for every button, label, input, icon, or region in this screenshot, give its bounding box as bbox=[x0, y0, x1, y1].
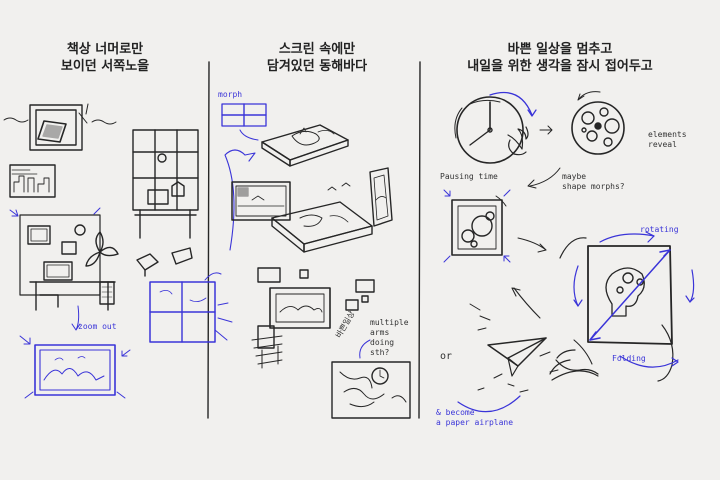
note-maybe-line-2: shape morphs? bbox=[562, 182, 625, 192]
rotation-arrow-clock bbox=[490, 93, 536, 117]
note-rotating: rotating bbox=[640, 225, 679, 235]
divider-left bbox=[208, 62, 209, 418]
note-elements-line-1: elements bbox=[648, 130, 687, 140]
divider-right bbox=[419, 62, 420, 418]
iso-map-sketch-1 bbox=[262, 125, 348, 166]
note-become-paper-airplane: & become a paper airplane bbox=[436, 408, 513, 428]
room-scene-sketch bbox=[20, 215, 118, 310]
note-multiple-line-4: sth? bbox=[370, 348, 409, 358]
note-multiple-line-3: doing bbox=[370, 338, 409, 348]
gallery-frames-sketch bbox=[252, 268, 374, 368]
busy-scene-frame-sketch bbox=[332, 362, 410, 418]
note-multiple-arms: multiple arms doing sth? bbox=[370, 318, 409, 358]
morphing-window-sketch bbox=[150, 150, 255, 342]
note-zoom-out: zoom out bbox=[78, 322, 117, 332]
paused-square-sketch bbox=[452, 196, 506, 255]
morph-grid-sketch bbox=[222, 104, 266, 140]
seascape-frame-sketch bbox=[232, 182, 290, 220]
floating-cubes-sketch bbox=[137, 248, 192, 276]
paper-airplane-sketch bbox=[470, 288, 598, 392]
note-folding: Folding bbox=[612, 354, 646, 364]
window-sketch bbox=[30, 104, 88, 150]
iso-map-sketch-2 bbox=[272, 202, 372, 252]
note-pausing-time: Pausing time bbox=[440, 172, 498, 182]
clock-sketch bbox=[455, 97, 528, 163]
note-multiple-line-1: multiple bbox=[370, 318, 409, 328]
city-photo-sketch bbox=[10, 165, 55, 197]
note-become-line-1: & become bbox=[436, 408, 513, 418]
elements-reveal-sketch bbox=[572, 92, 624, 154]
tall-frame-sketch bbox=[370, 168, 392, 226]
note-or: or bbox=[440, 352, 452, 362]
rotation-and-fold-arrows bbox=[458, 232, 694, 412]
note-maybe-line-1: maybe bbox=[562, 172, 625, 182]
note-become-line-2: a paper airplane bbox=[436, 418, 513, 428]
grid-window-sketch bbox=[133, 130, 198, 238]
note-maybe-shape-morphs: maybe shape morphs? bbox=[562, 172, 625, 192]
note-multiple-line-2: arms bbox=[370, 328, 409, 338]
note-elements-reveal: elements reveal bbox=[648, 130, 687, 150]
note-elements-line-2: reveal bbox=[648, 140, 687, 150]
note-morph: morph bbox=[218, 90, 242, 100]
